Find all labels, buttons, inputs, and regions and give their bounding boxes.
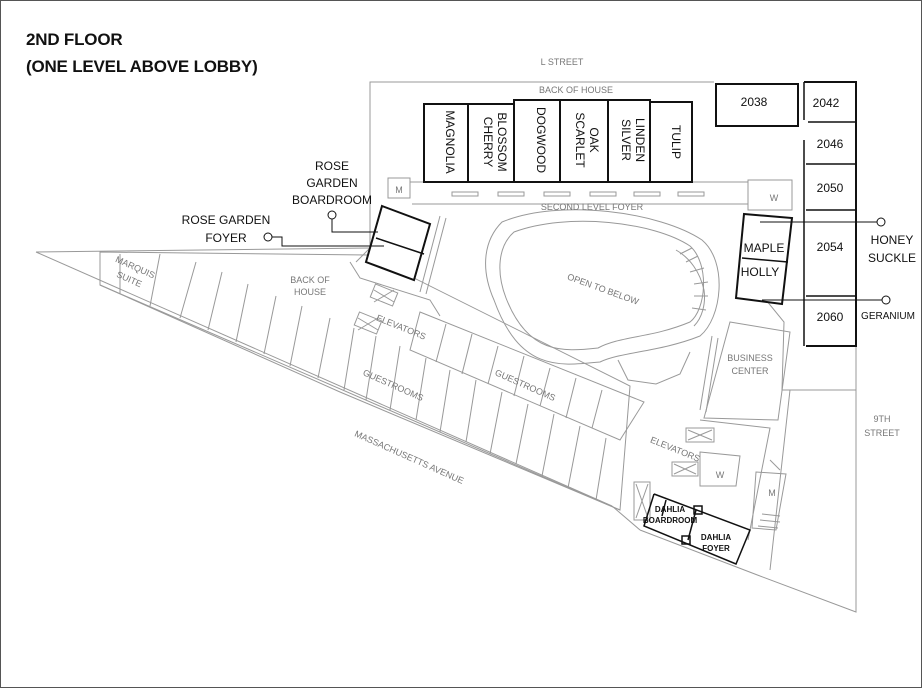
restroom-w-bottom-label: W: [716, 470, 725, 480]
rose-garden-boardroom-walls: [364, 204, 432, 282]
dogwood-label: DOGWOOD: [534, 107, 548, 173]
restroom-m-bottom-label: M: [768, 488, 776, 498]
ninth-street-label-2: STREET: [864, 428, 900, 438]
restroom-m-top-label: M: [395, 185, 403, 195]
elevators-left-label: ELEVATORS: [375, 313, 427, 342]
maple-label: MAPLE: [744, 241, 785, 255]
right-meeting-rooms: [803, 81, 857, 347]
rose-garden-boardroom-label-1: ROSE: [315, 159, 349, 173]
left-elevators: [349, 261, 441, 335]
guestrooms-center-label: GUESTROOMS: [493, 367, 556, 403]
dahlia-foyer-label-2: FOYER: [702, 544, 730, 553]
holly-label: HOLLY: [741, 265, 779, 279]
top-meeting-rooms: [423, 83, 799, 183]
silver-linden-label-2: LINDEN: [633, 118, 647, 162]
business-center-label-2: CENTER: [731, 366, 769, 376]
back-of-house-left-label-1: BACK OF: [290, 275, 330, 285]
l-street-label: L STREET: [541, 57, 584, 67]
maple-holly-rooms: [734, 212, 794, 306]
honey-suckle-label-2: SUCKLE: [868, 251, 916, 265]
cherry-blossom-label-1: CHERRY: [481, 117, 495, 167]
room-2060-label: 2060: [817, 310, 844, 324]
dahlia-boardroom-label-1: DAHLIA: [655, 505, 685, 514]
second-level-foyer-label: SECOND LEVEL FOYER: [541, 202, 644, 212]
cherry-blossom-label-2: BLOSSOM: [495, 112, 509, 171]
back-of-house-top-label: BACK OF HOUSE: [539, 85, 613, 95]
guestrooms-left-label: GUESTROOMS: [361, 367, 424, 403]
scarlet-oak-label-2: OAK: [587, 127, 601, 152]
callout-lines: [263, 210, 891, 305]
floor-title: 2ND FLOOR: [26, 30, 123, 49]
geranium-label: GERANIUM: [861, 311, 915, 322]
tulip-label: TULIP: [669, 125, 683, 159]
magnolia-label: MAGNOLIA: [443, 110, 457, 173]
dahlia-walls: [643, 493, 751, 565]
right-elevators: [633, 427, 787, 531]
rose-garden-foyer-label-2: FOYER: [205, 231, 247, 245]
ninth-street-label-1: 9TH: [873, 414, 890, 424]
floor-subtitle: (ONE LEVEL ABOVE LOBBY): [26, 57, 258, 76]
open-to-below-label: OPEN TO BELOW: [566, 272, 641, 307]
scarlet-oak-label-1: SCARLET: [573, 112, 587, 168]
rose-garden-boardroom-label-2: GARDEN: [306, 176, 357, 190]
room-2042-label: 2042: [813, 96, 840, 110]
guestroom-wing: [99, 251, 645, 511]
dahlia-boardroom-label-2: BOARDROOM: [643, 516, 698, 525]
business-center-label-1: BUSINESS: [727, 353, 773, 363]
rose-garden-foyer-label-1: ROSE GARDEN: [182, 213, 271, 227]
room-2038-label: 2038: [741, 95, 768, 109]
silver-linden-label-1: SILVER: [619, 119, 633, 161]
rose-garden-boardroom-label-3: BOARDROOM: [292, 193, 372, 207]
dahlia-foyer-label-1: DAHLIA: [701, 533, 731, 542]
restroom-w-top-label: W: [770, 193, 779, 203]
room-2050-label: 2050: [817, 181, 844, 195]
atrium: [419, 209, 720, 385]
back-of-house-left-label-2: HOUSE: [294, 287, 326, 297]
honey-suckle-label-1: HONEY: [871, 233, 914, 247]
room-2054-label: 2054: [817, 240, 844, 254]
room-2046-label: 2046: [817, 137, 844, 151]
